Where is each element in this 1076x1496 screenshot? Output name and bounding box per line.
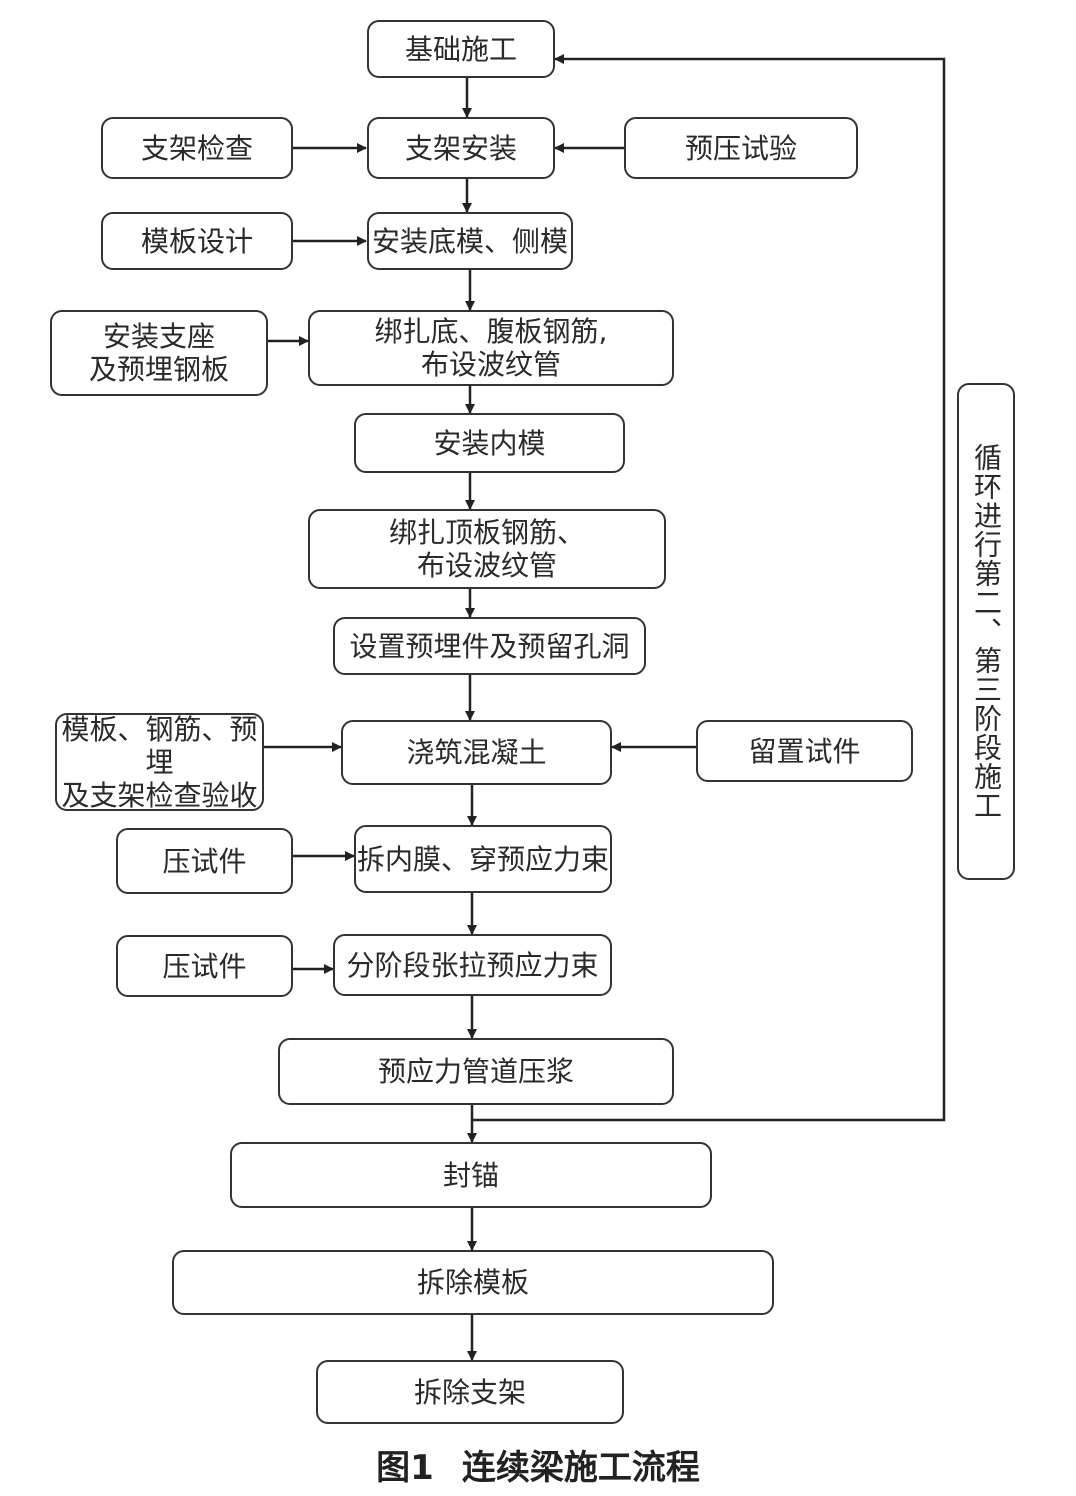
step-stage-tension: 分阶段张拉预应力束: [333, 934, 612, 996]
step-preload-test: 预压试验: [624, 117, 858, 179]
step-pour-concrete: 浇筑混凝土: [341, 720, 612, 785]
step-press-specimen-2: 压试件: [116, 935, 293, 997]
loop-label: 循环进行第二、第三阶段施工: [970, 443, 1003, 820]
step-inspection: 模板、钢筋、预埋 及支架检查验收: [55, 713, 264, 812]
loop-label-box: 循环进行第二、第三阶段施工: [957, 383, 1015, 880]
step-remove-formwork: 拆除模板: [172, 1250, 774, 1315]
step-retain-specimen: 留置试件: [696, 720, 913, 782]
step-bind-rebar-top: 绑扎顶板钢筋、 布设波纹管: [308, 509, 666, 589]
step-press-specimen-1: 压试件: [116, 828, 293, 894]
step-remove-inner-mold: 拆内膜、穿预应力束: [354, 825, 612, 893]
step-inner-mold: 安装内模: [354, 413, 625, 473]
step-foundation: 基础施工: [367, 20, 555, 78]
step-bearing-install: 安装支座 及预埋钢板: [50, 310, 268, 396]
step-support-install: 支架安装: [367, 117, 555, 179]
caption-title: 连续梁施工流程: [461, 1448, 700, 1488]
step-support-check: 支架检查: [101, 117, 293, 179]
step-bind-rebar-bottom: 绑扎底、腹板钢筋, 布设波纹管: [308, 310, 674, 386]
loop-back-arrow: [472, 54, 946, 1122]
figure-caption: 图1 连续梁施工流程: [0, 1440, 1076, 1489]
step-bottom-side-mold: 安装底模、侧模: [367, 212, 573, 270]
caption-number: 图1: [376, 1448, 434, 1488]
step-embedded-parts: 设置预埋件及预留孔洞: [333, 617, 646, 675]
step-grouting: 预应力管道压浆: [278, 1038, 674, 1105]
step-remove-support: 拆除支架: [316, 1360, 624, 1424]
step-anchor-seal: 封锚: [230, 1142, 712, 1208]
step-formwork-design: 模板设计: [101, 212, 293, 270]
